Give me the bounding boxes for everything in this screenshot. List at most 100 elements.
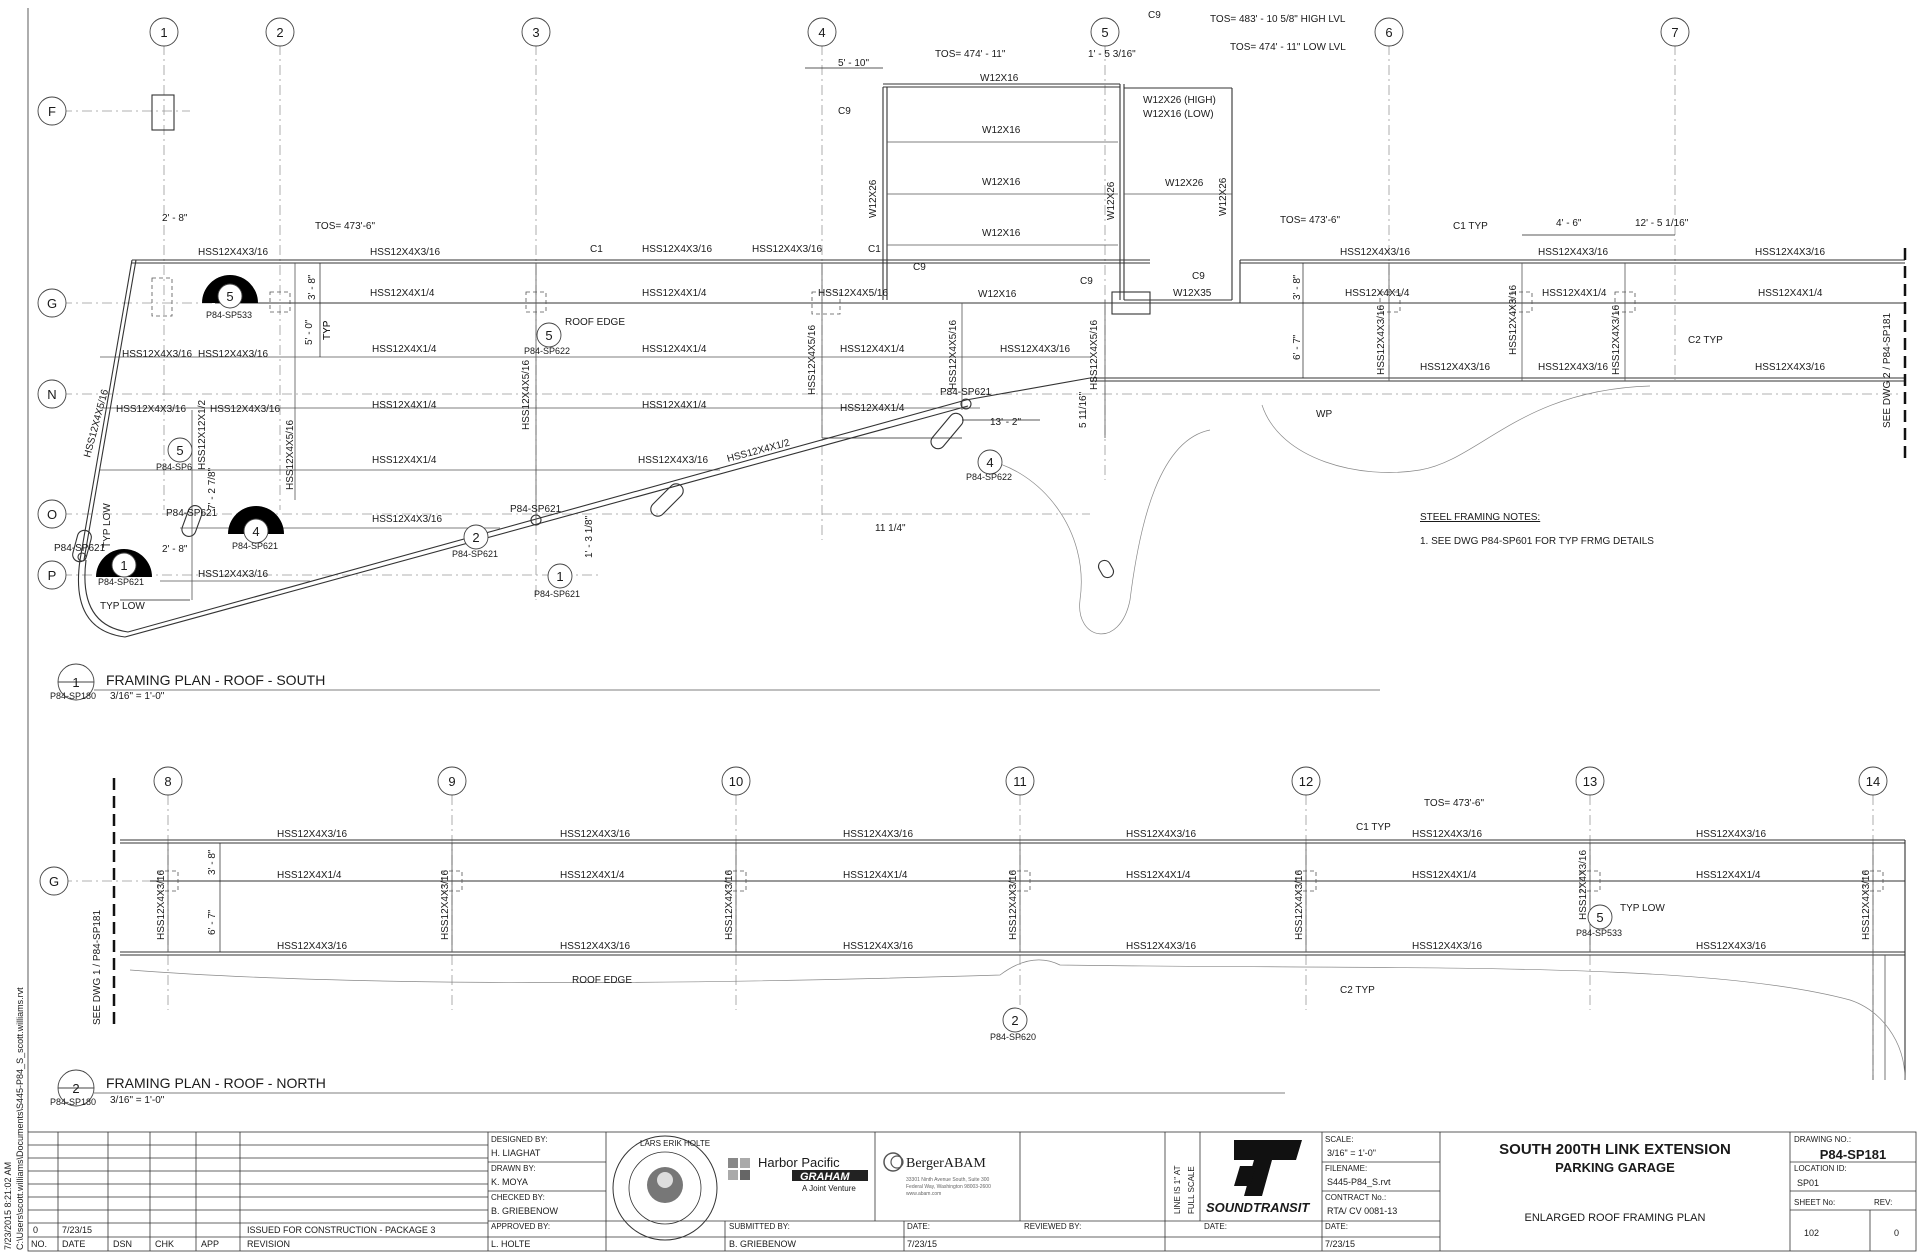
hss-label: HSS12X4X3/16 — [198, 569, 268, 580]
timestamp: 7/23/2015 8:21:02 AM — [3, 1162, 13, 1250]
beam-label: W12X16 — [978, 289, 1017, 300]
contract-label: CONTRACT No.: — [1325, 1193, 1386, 1202]
grid-bubble-2: 2 — [265, 17, 295, 47]
hss-label: HSS12X4X3/16 — [1340, 247, 1410, 258]
svg-text:3' - 8": 3' - 8" — [207, 849, 218, 875]
project-subtitle: PARKING GARAGE — [1555, 1160, 1675, 1175]
beam-label: W12X35 — [1173, 288, 1212, 299]
notes-title: STEEL FRAMING NOTES: — [1420, 512, 1540, 523]
hss-label: HSS12X4X3/16 — [198, 247, 268, 258]
hss-label: HSS12X4X5/16 — [807, 325, 818, 395]
contractor-logo — [728, 1158, 868, 1181]
column-label: C9 — [1192, 271, 1205, 282]
svg-text:HSS12X4X1/4: HSS12X4X1/4 — [1412, 870, 1477, 881]
hss-label: HSS12X4X3/16 — [1000, 344, 1070, 355]
svg-text:P: P — [48, 568, 57, 583]
column-label: C1 TYP — [1356, 822, 1391, 833]
hss-label: HSS12X4X3/16 — [210, 404, 280, 415]
engineer-seal — [612, 1135, 718, 1241]
svg-text:HSS12X4X3/16: HSS12X4X3/16 — [1578, 850, 1589, 920]
svg-text:6: 6 — [1385, 25, 1392, 40]
line-check-2: FULL SCALE — [1187, 1166, 1196, 1214]
wp-label: P84-SP621 — [940, 387, 992, 398]
dim-label: 2' - 8" — [162, 213, 188, 224]
tos-high-low-label: TOS= 483' - 10 5/8" HIGH LVL — [1210, 14, 1346, 25]
grid-bubble-13: 13 — [1575, 766, 1605, 796]
svg-text:5: 5 — [226, 289, 233, 304]
location-label: LOCATION ID: — [1794, 1164, 1847, 1173]
svg-text:HSS12X4X3/16: HSS12X4X3/16 — [724, 870, 735, 940]
grid-bubble-3: 3 — [521, 17, 551, 47]
submitted-by-label: SUBMITTED BY: — [729, 1222, 790, 1231]
plan-scale: 3/16" = 1'-0" — [110, 1095, 165, 1106]
dim-label: TYP — [322, 320, 333, 340]
column-label: C9 — [1148, 10, 1161, 21]
beam-label: W12X26 — [1218, 177, 1229, 216]
svg-text:4: 4 — [818, 25, 825, 40]
plan-ref-number: 1 — [72, 675, 79, 690]
drawing-no-label: DRAWING NO.: — [1794, 1135, 1851, 1144]
svg-text:8: 8 — [164, 774, 171, 789]
beam-label: W12X26 — [1165, 178, 1204, 189]
drawn-by: K. MOYA — [491, 1177, 528, 1187]
column-label: C2 TYP — [1340, 985, 1375, 996]
south-plan: 1 2 3 4 5 6 7 F G N O P — [37, 10, 1907, 702]
dim-label: 7' - 2 7/8" — [207, 467, 218, 510]
svg-text:11: 11 — [1013, 774, 1027, 789]
file-path: C:\Users\scott.williams\Documents\S445-P… — [15, 987, 25, 1250]
svg-text:5: 5 — [1596, 910, 1603, 925]
plan-ref-sheet: P84-SP180 — [50, 691, 96, 701]
date2-label: DATE: — [1204, 1222, 1227, 1231]
svg-text:2: 2 — [276, 25, 283, 40]
match-line-label: SEE DWG 2 / P84-SP181 — [1882, 313, 1893, 428]
hss-label: HSS12X4X3/16 — [642, 244, 712, 255]
date: 7/23/15 — [907, 1239, 937, 1249]
hss-label: HSS12X4X5/16 — [1089, 320, 1100, 390]
tos-label: TOS= 473'-6" — [1424, 798, 1484, 809]
hss-label: HSS12X4X1/4 — [372, 400, 437, 411]
contractor-brand: GRAHAM — [800, 1171, 850, 1183]
svg-text:12: 12 — [1299, 774, 1313, 789]
svg-text:P84-SP621: P84-SP621 — [452, 549, 498, 559]
hss-label: HSS12X4X3/16 — [1538, 362, 1608, 373]
hss-label: HSS12X4X3/16 — [116, 404, 186, 415]
sheet-title: ENLARGED ROOF FRAMING PLAN — [1525, 1212, 1706, 1224]
section-marker: 1 P84-SP621 — [96, 549, 152, 587]
dim-label: TYP LOW — [100, 601, 145, 612]
designed-by: H. LIAGHAT — [491, 1148, 541, 1158]
svg-text:HSS12X4X3/16: HSS12X4X3/16 — [1861, 870, 1872, 940]
location: SP01 — [1797, 1178, 1819, 1188]
hss-label: HSS12X4X1/4 — [372, 344, 437, 355]
svg-text:HSS12X4X3/16: HSS12X4X3/16 — [1696, 941, 1766, 952]
note-label: TYP LOW — [1620, 903, 1665, 914]
south-plan-vertical-labels: W12X26 W12X26 W12X26 HSS12X4X5/16 HSS12X… — [82, 177, 1622, 558]
hss-label: HSS12X4X3/16 — [1376, 305, 1387, 375]
svg-text:2: 2 — [472, 530, 479, 545]
dim-label: 4' - 6" — [1556, 218, 1582, 229]
hss-label: HSS12X4X5/16 — [521, 360, 532, 430]
plan-scale: 3/16" = 1'-0" — [110, 691, 165, 702]
section-marker: 5 P84-SP533 — [202, 275, 258, 320]
section-marker: 5 P84-SP6 — [156, 437, 193, 472]
beam-label: W12X16 (LOW) — [1143, 109, 1214, 120]
svg-text:G: G — [47, 296, 57, 311]
hss-label: HSS12X4X3/16 — [752, 244, 822, 255]
hss-label: HSS12X4X3/16 — [1755, 362, 1825, 373]
section-marker: 4 P84-SP621 — [228, 506, 284, 551]
tos-label: TOS= 474' - 11" — [935, 49, 1006, 60]
rev-row-revision: ISSUED FOR CONSTRUCTION - PACKAGE 3 — [247, 1225, 435, 1235]
dim-label: TYP — [322, 320, 333, 340]
grid-bubble-G-north: G — [39, 866, 69, 896]
grid-bubble-P: P — [37, 560, 67, 590]
section-marker: 4 P84-SP622 — [966, 449, 1012, 482]
drawn-by-label: DRAWN BY: — [491, 1164, 536, 1173]
hss-label: HSS12X4X1/4 — [1345, 288, 1410, 299]
dim-label: 2' - 8" — [162, 544, 188, 555]
svg-text:HSS12X4X3/16: HSS12X4X3/16 — [156, 870, 167, 940]
svg-text:HSS12X4X1/4: HSS12X4X1/4 — [277, 870, 342, 881]
svg-text:P84-SP622: P84-SP622 — [524, 346, 570, 356]
svg-text:HSS12X4X1/4: HSS12X4X1/4 — [1696, 870, 1761, 881]
column-label: C9 — [1080, 276, 1093, 287]
engineer-name: BergerABAM — [906, 1156, 986, 1171]
svg-text:P84-SP621: P84-SP621 — [534, 589, 580, 599]
